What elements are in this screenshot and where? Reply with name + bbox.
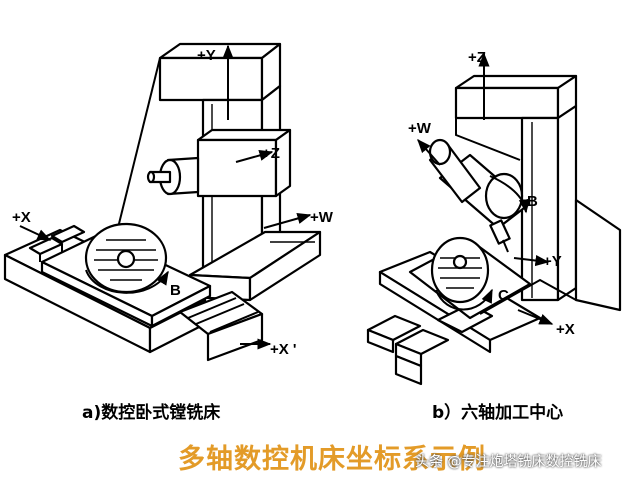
label-b-b: B [527,193,538,210]
rotary-table-a [40,222,212,328]
watermark: 头条 @专注炮塔铣床数控铣床 [415,454,602,470]
label-a-x-right: +X ' [270,341,297,358]
column-b [454,74,622,312]
machine-b: +Z +W B +Y C +X [366,49,622,386]
label-a-w: +W [310,209,334,226]
label-a-b: B [170,282,181,299]
label-a-x-left: +X [12,209,31,226]
page-title: 多轴数控机床坐标系示例 [178,444,486,475]
label-b-z: +Z [468,49,486,66]
label-b-y: +Y [543,253,562,270]
label-b-c: C [498,287,509,304]
label-b-x: +X [556,321,575,338]
rotary-table-b [408,236,532,320]
label-a-z: +Z [262,145,280,162]
label-a-y: +Y [197,47,216,64]
swivel-head-b [428,138,530,253]
machine-a: +Y +Z +W +X +X ' B [3,42,334,362]
label-b-w: +W [408,120,432,137]
caption-a: a)数控卧式镗铣床 [82,403,221,423]
spindle-head-a [146,128,292,198]
caption-b: b）六轴加工中心 [432,403,564,423]
